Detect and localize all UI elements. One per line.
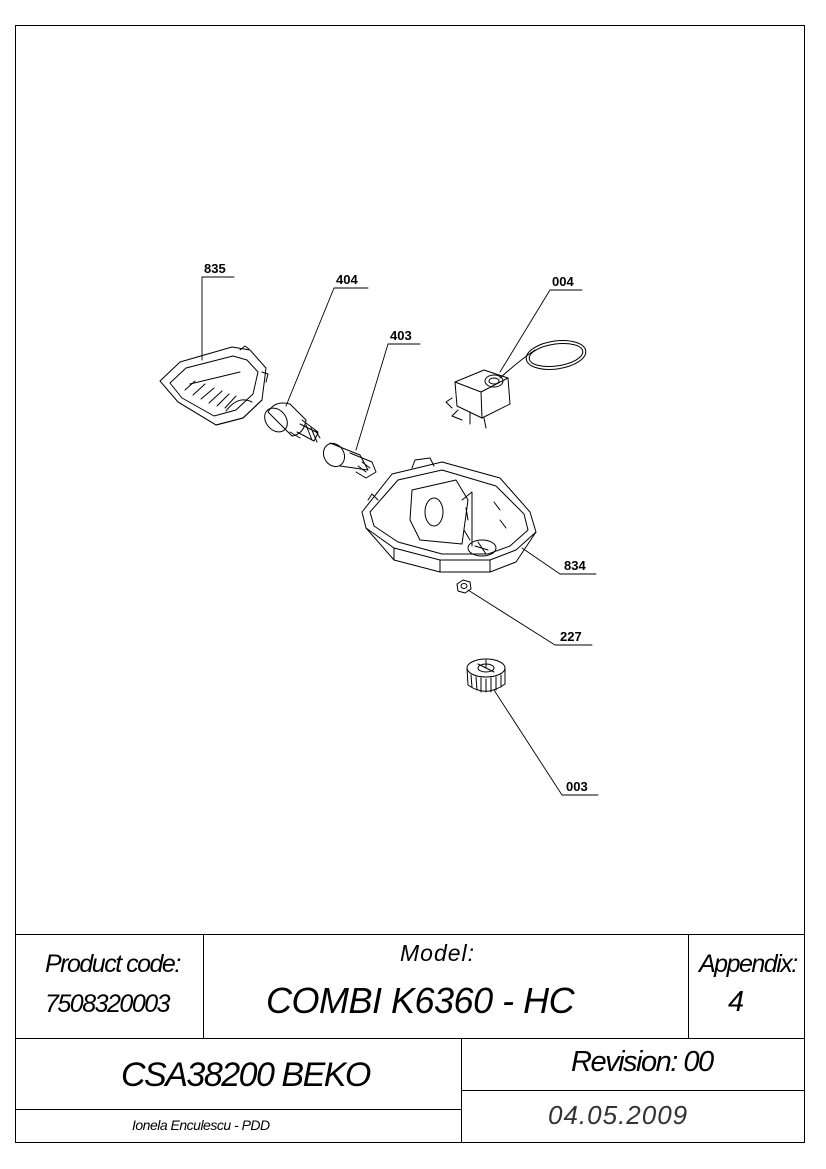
part-834-housing bbox=[361, 457, 537, 573]
part-403-lamp-holder bbox=[322, 442, 377, 479]
author: Ionela Enculescu - PDD bbox=[132, 1117, 270, 1133]
model-label: Model: bbox=[400, 940, 476, 966]
revision: Revision: 00 bbox=[571, 1046, 714, 1078]
drawing-frame bbox=[15, 25, 805, 1143]
part-003-knob bbox=[466, 658, 506, 693]
callout-004: 004 bbox=[552, 274, 574, 289]
appendix-label: Appendix: bbox=[699, 950, 798, 978]
callout-404: 404 bbox=[336, 272, 358, 287]
callout-834: 834 bbox=[564, 558, 586, 573]
callout-835: 835 bbox=[204, 261, 226, 276]
product-name: CSA38200 BEKO bbox=[121, 1056, 371, 1094]
date: 04.05.2009 bbox=[548, 1100, 689, 1130]
callout-227: 227 bbox=[560, 629, 582, 644]
callout-003: 003 bbox=[566, 779, 588, 794]
part-004-thermostat bbox=[445, 340, 587, 429]
part-835-tray bbox=[159, 345, 269, 426]
callout-403: 403 bbox=[390, 328, 412, 343]
appendix-number: 4 bbox=[728, 986, 745, 1018]
product-code-label: Product code: bbox=[45, 950, 181, 978]
part-227-nut bbox=[456, 579, 472, 594]
model-name: COMBI K6360 - HC bbox=[266, 980, 575, 1021]
product-code-value: 7508320003 bbox=[45, 990, 171, 1018]
part-404-bulb bbox=[264, 402, 321, 443]
leader-lines bbox=[201, 276, 599, 796]
